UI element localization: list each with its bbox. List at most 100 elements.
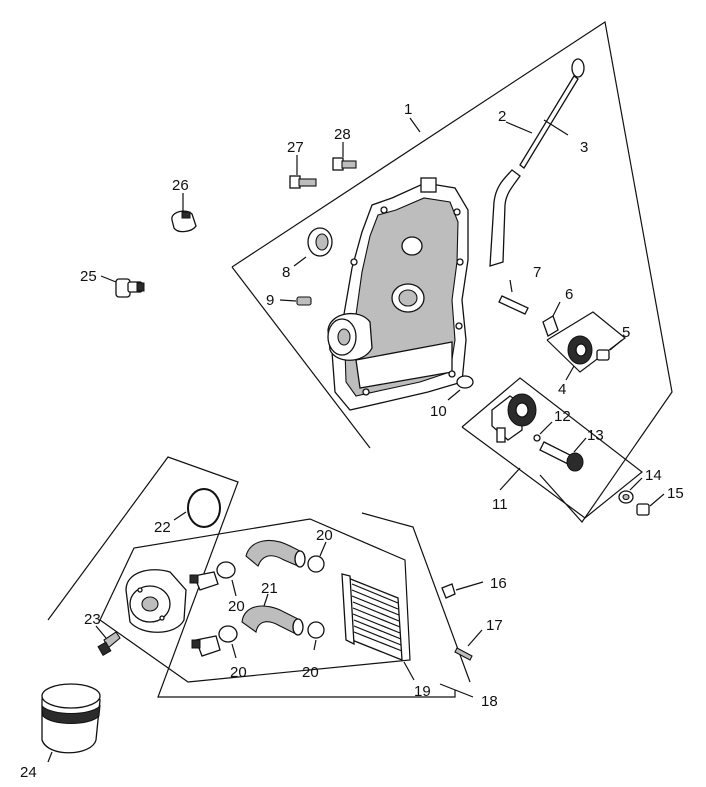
outline-crankcase-cover-left [231, 266, 371, 449]
cover-bolt-hole-1 [380, 206, 388, 214]
outline-gear-subgroup [461, 377, 643, 519]
o-ring-part-10 [447, 375, 474, 401]
plate-part-6 [542, 301, 561, 337]
leader-12 [539, 421, 553, 435]
outline-gear-subgroup-4 [546, 311, 626, 373]
adapter-hole-2 [159, 615, 165, 621]
ball-part-12 [533, 421, 553, 442]
gear-4-hub [575, 343, 587, 357]
bolt-part-15 [636, 493, 665, 516]
outline-oil-cooler-right [361, 512, 471, 683]
bolt-23-head [97, 641, 112, 657]
dipstick-assembly [489, 58, 585, 267]
oil-cooler-part-19 [341, 573, 415, 681]
outline-cooler-inner [99, 518, 411, 683]
hose-upper-body [245, 540, 303, 567]
callout-labels: 1 2 3 4 5 6 7 8 9 10 11 12 13 14 15 16 1… [20, 101, 684, 781]
shaft-part-7 [498, 279, 529, 315]
hose-part-21-lower [241, 593, 304, 636]
group-outlines [47, 21, 673, 698]
dowel-pin-body [296, 296, 312, 306]
label-part-5: 5 [622, 324, 630, 341]
cover-bolt-hole-5 [448, 370, 456, 378]
label-part-25: 25 [80, 268, 97, 285]
bolt-part-23 [95, 625, 121, 657]
leader-6 [552, 301, 561, 317]
fitting-c-thread [191, 639, 201, 649]
label-part-3: 3 [580, 139, 588, 156]
oil-pressure-switch-part-26 [171, 193, 197, 233]
cooler-end-plate [341, 573, 355, 646]
leader-9 [279, 299, 297, 302]
leader-17 [467, 629, 483, 647]
clamp-c-body [218, 625, 238, 643]
cover-bolt-hole-2 [453, 208, 461, 216]
oil-seal-inner [315, 233, 329, 251]
governor-assembly-part-11 [491, 393, 537, 491]
oil-filter-adapter [125, 569, 187, 633]
label-part-22: 22 [154, 519, 171, 536]
pin-part-5 [596, 339, 623, 361]
o-ring-22-body [187, 488, 221, 528]
switch-thread [181, 211, 191, 219]
label-part-17: 17 [486, 617, 503, 634]
leader-1 [409, 117, 421, 133]
leader-25 [100, 275, 117, 283]
o-ring-body [456, 375, 474, 389]
dowel-pin-part-9 [279, 296, 312, 306]
label-part-23: 23 [84, 611, 101, 628]
hose-clamp-part-20-top-right [307, 541, 327, 573]
elbow-fitting-part-25 [100, 275, 145, 298]
fitting-a-body [193, 571, 219, 591]
dipstick-part-3 [519, 75, 579, 169]
label-part-20-top-left: 20 [228, 598, 245, 615]
bolt-part-28 [332, 142, 357, 171]
hose-clamp-part-20-top-left [189, 561, 237, 597]
leader-20b [231, 579, 237, 597]
hose-clamp-part-20-bottom-left [191, 625, 238, 659]
adapter-bore [141, 596, 159, 612]
oil-seal-part-8 [293, 227, 333, 267]
leader-3 [543, 119, 569, 136]
bolt-28-shank [341, 160, 357, 169]
label-part-8: 8 [282, 264, 290, 281]
label-part-26: 26 [172, 177, 189, 194]
leader-10 [447, 389, 461, 401]
pin-5-body [596, 349, 610, 361]
dipstick-handle [571, 58, 585, 78]
leader-16 [455, 581, 484, 591]
cover-bolt-hole-7 [350, 258, 358, 266]
clamp-b-body [307, 555, 325, 573]
label-part-14: 14 [645, 467, 662, 484]
leader-8 [293, 256, 307, 267]
cover-crank-bearing-inner [337, 328, 351, 346]
gear-part-4 [565, 335, 593, 381]
label-part-20-bottom-left: 20 [230, 664, 247, 681]
clip-16-body [441, 583, 456, 599]
bolt-17-shank [454, 647, 473, 661]
bolt-part-17 [454, 629, 483, 661]
cover-top-tab [420, 177, 437, 193]
label-part-11: 11 [492, 496, 508, 513]
outline-crankcase-cover-group [231, 21, 673, 523]
label-part-19: 19 [414, 683, 431, 700]
washer-part-14 [618, 477, 643, 504]
dipstick-tube-part-2 [489, 169, 521, 267]
leader-23 [95, 625, 107, 639]
cover-upper-boss [401, 236, 423, 256]
label-part-4: 4 [558, 381, 566, 398]
fitting-c-body [195, 635, 221, 657]
leader-13 [573, 437, 587, 453]
cooler-fins [351, 583, 403, 652]
label-part-27: 27 [287, 139, 304, 156]
label-part-18: 18 [481, 693, 498, 710]
label-part-9: 9 [266, 292, 274, 309]
plate-body [542, 315, 559, 337]
cover-bolt-hole-6 [362, 388, 370, 396]
label-part-6: 6 [565, 286, 573, 303]
hose-part-21-upper [245, 540, 306, 568]
filter-top [41, 683, 101, 709]
outline-oil-cooler-group [47, 456, 456, 698]
